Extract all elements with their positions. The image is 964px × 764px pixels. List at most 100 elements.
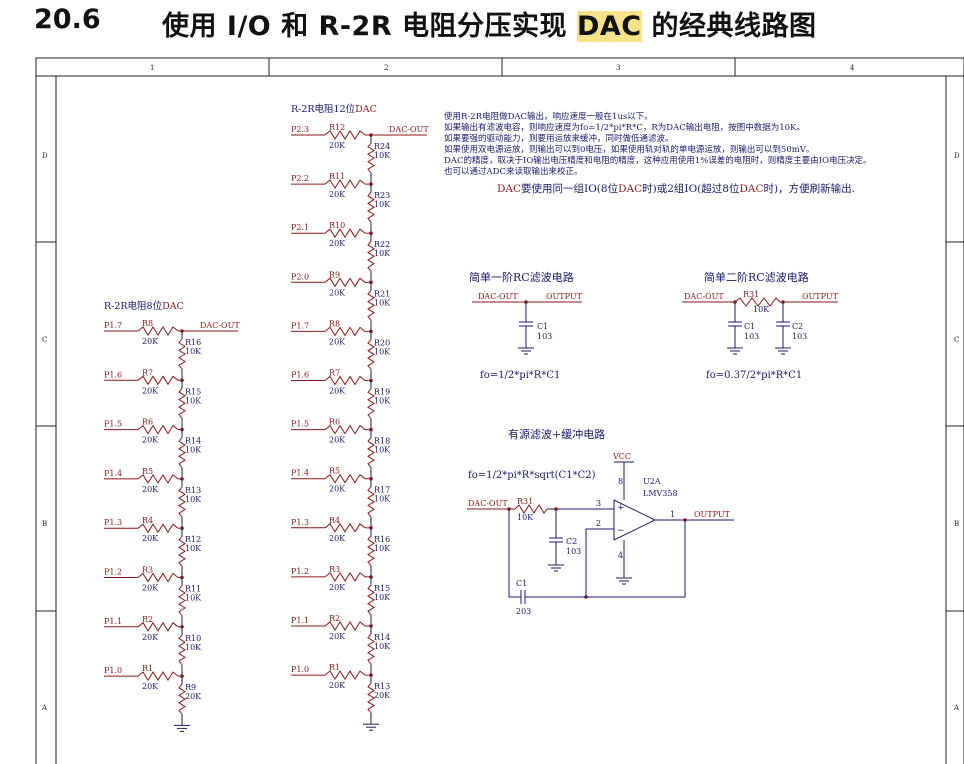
resistor-value: 10K: [185, 594, 202, 603]
resistor-2r: [137, 523, 179, 534]
resistor-r: [178, 535, 186, 567]
resistor-r: [367, 142, 375, 174]
resistor-2r: [137, 671, 179, 682]
resistor-2r: [324, 326, 366, 337]
resistor-value: 10K: [374, 593, 391, 602]
page-heading: 20.6 使用 I/O 和 R-2R 电阻分压实现 DAC 的经典线路图: [0, 0, 964, 50]
resistor-r: [178, 437, 186, 468]
resistor-value: 10K: [185, 446, 202, 455]
filter1-title: 简单一阶RC滤波电路: [469, 270, 574, 284]
row-label: D: [954, 152, 960, 160]
net-label: P2.1: [291, 223, 309, 232]
resistor-value: 20K: [142, 485, 159, 494]
resistor-ref: R6: [329, 418, 340, 427]
resistor-r: [367, 437, 375, 468]
resistor-value: 20K: [329, 190, 346, 199]
resistor-2r: [137, 473, 179, 484]
resistor-ref: R16: [185, 338, 201, 347]
net-label: P1.7: [104, 321, 122, 330]
note-line: DAC的精度，取决于IO输出电压精度和电阻的精度，这种应用使用1%误差的电阻时，…: [444, 155, 872, 166]
net-label: P1.3: [291, 518, 309, 527]
resistor-value: 20K: [329, 632, 346, 641]
resistor-value: 10K: [185, 544, 202, 553]
filter2-cap1-val: 103: [744, 332, 759, 341]
net-label: P1.5: [104, 420, 122, 429]
section-number: 20.6: [34, 4, 101, 35]
col-label: 4: [850, 64, 855, 72]
net-label: P1.0: [291, 665, 309, 674]
resistor-ref: R17: [374, 486, 390, 495]
filter1-cap-ref: C1: [537, 322, 548, 331]
resistor-r: [367, 682, 375, 714]
note-line: 如果要强的驱动能力，则要用运放来缓冲，同时做低通滤波。: [444, 133, 674, 144]
note-line: 如果输出有滤波电容，则响应速度为fo=1/2*pi*R*C，R为DAC输出电阻，…: [444, 122, 805, 133]
row-label: C: [954, 336, 959, 344]
net-label: P1.4: [104, 469, 122, 478]
filter1-cap-val: 103: [537, 332, 552, 341]
resistor-value: 10K: [374, 298, 391, 307]
col-label: 3: [616, 64, 620, 72]
filter1-in-net: DAC-OUT: [478, 292, 518, 301]
note-highlight: DAC要使用同一组IO(8位DAC时)或2组IO(超过8位DAC时)，方便刷新输…: [497, 182, 855, 195]
net-label: P2.3: [291, 125, 309, 134]
resistor-value: 20K: [329, 288, 346, 297]
active-out-net: OUTPUT: [694, 510, 731, 519]
resistor-value: 10K: [374, 642, 391, 651]
resistor-ref: R5: [142, 467, 153, 476]
resistor-value: 20K: [329, 583, 346, 592]
resistor-ref: R22: [374, 240, 390, 249]
resistor-ref: R3: [142, 566, 153, 575]
resistor-value: 10K: [185, 396, 202, 405]
resistor-ref: R9: [329, 270, 340, 279]
resistor-value: 20K: [329, 436, 346, 445]
net-label: P1.3: [104, 518, 122, 527]
resistor-r: [178, 486, 186, 518]
resistor-ref: R14: [185, 437, 201, 446]
vcc-label: VCC: [612, 452, 631, 461]
row-label: B: [954, 520, 959, 528]
pin-out: 1: [670, 510, 675, 519]
resistor-ref: R4: [142, 516, 153, 525]
resistor-ref: R1: [142, 664, 153, 673]
opamp-part: LMV358: [643, 489, 678, 498]
resistor-r: [178, 338, 186, 370]
resistor-value: 20K: [329, 141, 346, 150]
opamp-plus: +: [617, 503, 625, 513]
resistor-value: 20K: [329, 337, 346, 346]
resistor-ref: R1: [329, 663, 340, 672]
resistor-2r: [137, 572, 179, 583]
resistor-value: 10K: [374, 446, 391, 455]
resistor-ref: R8: [142, 319, 153, 328]
resistor-value: 20K: [329, 239, 346, 248]
row-label: C: [42, 336, 47, 344]
resistor-value: 20K: [142, 682, 159, 691]
resistor-2r: [137, 375, 179, 386]
resistor-ref: R4: [329, 516, 340, 525]
active-formula: fo=1/2*pi*R*sqrt(C1*C2): [468, 470, 596, 481]
title-highlight: DAC: [576, 11, 642, 42]
active-cap1-ref: C1: [516, 579, 527, 588]
resistor-ref: R8: [329, 319, 340, 328]
resistor-r: [178, 634, 186, 666]
resistor-ref: R7: [142, 368, 153, 377]
resistor-value: 20K: [329, 387, 346, 396]
resistor-ref: R5: [329, 467, 340, 476]
resistor-r: [367, 535, 375, 567]
resistor-2r: [324, 670, 366, 681]
resistor-ref: R3: [329, 565, 340, 574]
resistor-value: 10K: [374, 544, 391, 553]
active-cap2-ref: C2: [566, 537, 577, 546]
output-net-label: DAC-OUT: [389, 125, 429, 134]
net-label: P1.0: [104, 666, 122, 675]
resistor-2r: [324, 473, 366, 484]
